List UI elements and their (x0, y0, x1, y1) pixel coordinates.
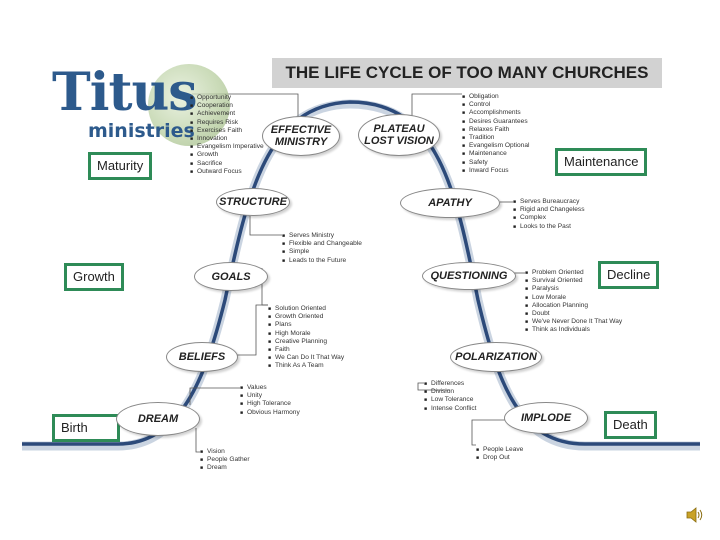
list-item: Doubt (525, 310, 622, 318)
list-item: Opportunity (190, 94, 264, 102)
oval-dream: DREAM (116, 402, 200, 436)
list-item: Dream (200, 464, 250, 472)
oval-implode: IMPLODE (504, 402, 588, 434)
list-item: Flexible and Changeable (282, 240, 362, 248)
list-item: Low Morale (525, 294, 622, 302)
list-item: Think As A Team (268, 362, 344, 370)
list-item: People Leave (476, 446, 523, 454)
list-implode: People LeaveDrop Out (476, 446, 523, 463)
list-effective: OpportunityCooperationAchievementRequire… (190, 94, 264, 176)
oval-beliefs: BELIEFS (166, 342, 238, 372)
list-item: Simple (282, 248, 362, 256)
list-item: Solution Oriented (268, 305, 344, 313)
diagram-title: THE LIFE CYCLE OF TOO MANY CHURCHES (285, 63, 649, 82)
list-apathy: Serves BureaucracyRigid and ChangelessCo… (513, 198, 585, 231)
list-beliefs: ValuesUnityHigh ToleranceObvious Harmony (240, 384, 300, 417)
list-polarization: DifferencesDivisionLow ToleranceIntense … (424, 380, 476, 413)
list-item: Requires Risk (190, 119, 264, 127)
oval-questioning: QUESTIONING (422, 262, 516, 290)
oval-plateau-lost-vision: PLATEAU LOST VISION (358, 114, 440, 156)
list-item: Obvious Harmony (240, 409, 300, 417)
list-item: Innovation (190, 135, 264, 143)
list-item: Vision (200, 448, 250, 456)
list-item: Growth Oriented (268, 313, 344, 321)
list-structure: Serves MinistryFlexible and ChangeableSi… (282, 232, 362, 265)
list-goals: Solution OrientedGrowth OrientedPlansHig… (268, 305, 344, 371)
list-item: Serves Bureaucracy (513, 198, 585, 206)
list-item: Accomplishments (462, 109, 529, 117)
stage-box-maintenance: Maintenance (555, 148, 648, 176)
list-item: Growth (190, 151, 264, 159)
list-item: Control (462, 101, 529, 109)
list-item: Obligation (462, 93, 529, 101)
list-plateau: ObligationControlAccomplishmentsDesires … (462, 93, 529, 175)
list-item: Faith (268, 346, 344, 354)
list-item: Evangelism Optional (462, 142, 529, 150)
list-dream: VisionPeople GatherDream (200, 448, 250, 473)
list-item: Cooperation (190, 102, 264, 110)
list-item: Drop Out (476, 454, 523, 462)
oval-effective-ministry: EFFECTIVE MINISTRY (262, 116, 340, 156)
list-item: High Morale (268, 330, 344, 338)
oval-structure: STRUCTURE (216, 188, 290, 216)
list-item: Leads to the Future (282, 257, 362, 265)
oval-goals: GOALS (194, 262, 268, 291)
list-item: Tradition (462, 134, 529, 142)
stage-box-birth: Birth (52, 414, 120, 442)
list-item: Evangelism Imperative (190, 143, 264, 151)
list-item: Serves Ministry (282, 232, 362, 240)
list-item: High Tolerance (240, 400, 300, 408)
title-bar: THE LIFE CYCLE OF TOO MANY CHURCHES (272, 58, 662, 88)
list-item: We've Never Done It That Way (525, 318, 622, 326)
speaker-icon[interactable] (684, 504, 706, 526)
list-item: We Can Do It That Way (268, 354, 344, 362)
stage-box-growth: Growth (64, 263, 124, 291)
oval-apathy: APATHY (400, 188, 500, 218)
titus-ministries-logo: Titus ministries (52, 62, 230, 150)
list-item: Inward Focus (462, 167, 529, 175)
list-item: Outward Focus (190, 168, 264, 176)
list-item: Low Tolerance (424, 396, 476, 404)
list-item: Sacrifice (190, 160, 264, 168)
list-item: Intense Conflict (424, 405, 476, 413)
list-item: Paralysis (525, 285, 622, 293)
list-item: Plans (268, 321, 344, 329)
list-item: Relaxes Faith (462, 126, 529, 134)
list-item: Complex (513, 214, 585, 222)
list-item: Problem Oriented (525, 269, 622, 277)
logo-word: Titus (52, 62, 198, 123)
list-item: Unity (240, 392, 300, 400)
list-item: Differences (424, 380, 476, 388)
list-item: Desires Guarantees (462, 118, 529, 126)
list-item: Achievement (190, 110, 264, 118)
list-questioning: Problem OrientedSurvival OrientedParalys… (525, 269, 622, 335)
list-item: People Gather (200, 456, 250, 464)
list-item: Maintenance (462, 150, 529, 158)
list-item: Safety (462, 159, 529, 167)
stage-box-death: Death (604, 411, 657, 439)
list-item: Allocation Planning (525, 302, 622, 310)
list-item: Exercises Faith (190, 127, 264, 135)
list-item: Division (424, 388, 476, 396)
list-item: Think as Individuals (525, 326, 622, 334)
stage-box-maturity: Maturity (88, 152, 153, 180)
list-item: Values (240, 384, 300, 392)
list-item: Rigid and Changeless (513, 206, 585, 214)
list-item: Looks to the Past (513, 223, 585, 231)
oval-polarization: POLARIZATION (450, 342, 542, 372)
list-item: Survival Oriented (525, 277, 622, 285)
logo-subtitle: ministries (88, 120, 195, 142)
leader-lines (189, 93, 525, 453)
list-item: Creative Planning (268, 338, 344, 346)
